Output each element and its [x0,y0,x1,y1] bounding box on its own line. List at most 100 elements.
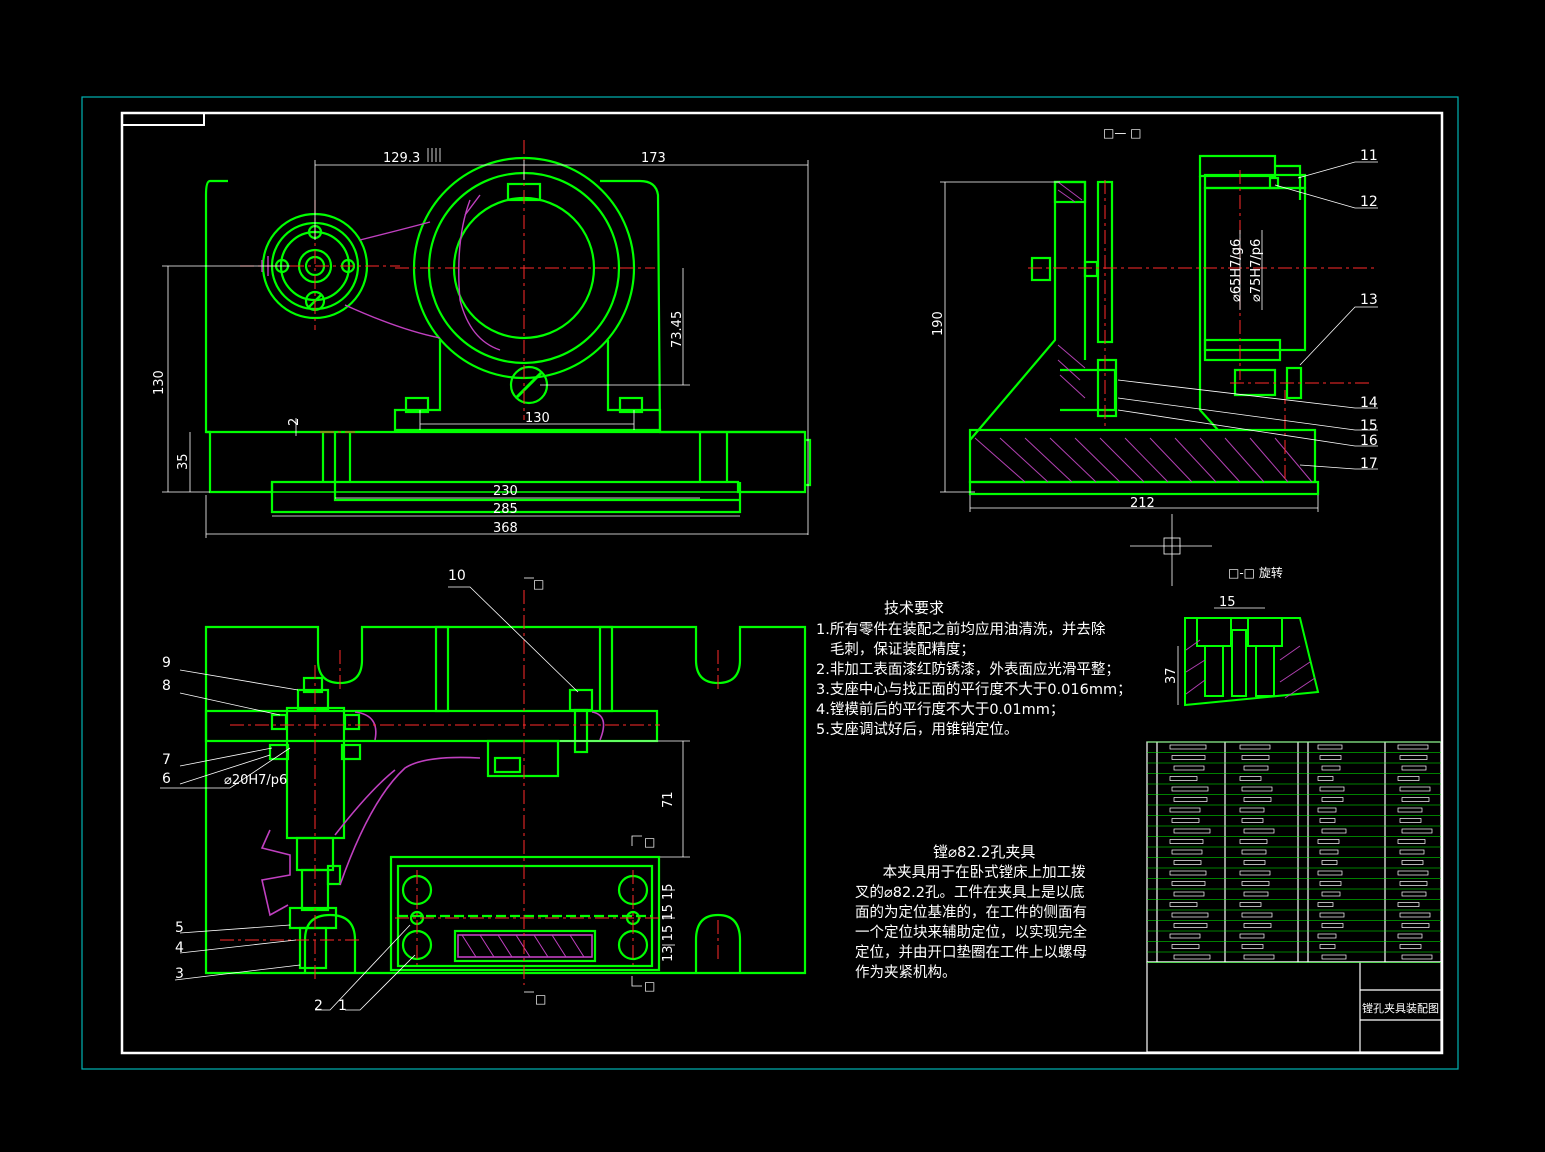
bom-cell-placeholder [1241,944,1264,949]
balloon-1: 1 [338,998,347,1014]
partial-dims [1177,607,1265,705]
bom-cell-placeholder [1317,807,1337,813]
top-view [204,625,807,975]
tech-requirement-line: 毛刺，保证装配精度； [816,642,975,658]
dim-173: 173 [641,151,666,166]
bom-cell-placeholder [1319,786,1345,792]
balloon-13: 13 [1360,292,1378,308]
front-workpiece [261,194,501,351]
dim-35: 35 [176,453,191,470]
tech-requirement-line: 2.非加工表面漆红防锈漆，外表面应光滑平整； [816,662,1120,678]
bom-cell-placeholder [1239,807,1265,813]
bom-cell-placeholder [1317,933,1337,939]
bom-cell-placeholder [1241,881,1270,886]
bom-cell-placeholder [1243,797,1272,802]
balloon-15: 15 [1360,418,1378,434]
bom-cell-placeholder [1401,954,1433,960]
bom-cell-placeholder [1243,954,1275,960]
bom-cell-placeholder [1243,828,1275,834]
bom-cell-placeholder [1173,828,1211,834]
tech-requirements-list: 1.所有零件在装配之前均应用油清洗，并去除 毛刺，保证装配精度； 2.非加工表面… [816,620,1132,740]
bom-cell-placeholder [1239,902,1262,907]
bom-cell-placeholder [1171,944,1200,949]
front-view [204,156,812,514]
bom-cell-placeholder [1243,860,1266,865]
bom-cell-placeholder [1171,849,1203,855]
bom-cell-placeholder [1173,954,1211,960]
bom-cell-placeholder [1321,954,1347,960]
bom-cell-placeholder [1173,765,1205,771]
tech-requirement-line: 5.支座调试好后，用锥销定位。 [816,722,1019,738]
bom-cell-placeholder [1397,744,1429,750]
bom-cell-placeholder [1241,912,1273,918]
balloon-16: 16 [1360,433,1378,449]
bom-cell-placeholder [1169,744,1207,750]
bom-cell-placeholder [1169,902,1198,907]
bom-cell-placeholder [1317,870,1343,876]
side-view [968,154,1320,496]
dim-368: 368 [493,521,518,536]
top-workpiece [260,711,605,958]
cut-mark-bottom: □ [535,992,546,1006]
bom-cell-placeholder [1319,944,1336,949]
bom-cell-placeholder [1399,786,1431,792]
bom-cell-placeholder [1241,786,1273,792]
corner-tab [122,113,205,126]
bom-cell-placeholder [1173,860,1202,865]
bom-cell-placeholder [1401,828,1433,834]
dim-130-vertical: 130 [152,370,167,395]
top-dimension-lines [160,577,690,1011]
dim-13-15-15-15: 13 15 15 15 [661,883,676,962]
bom-cell-placeholder [1321,828,1347,834]
bom-cell-placeholder [1401,923,1430,928]
bom-cell-placeholder [1169,870,1207,876]
section-texts: □— □ □-□ 旋转 □ □ □ □ [533,126,1283,1006]
bom-cell-placeholder [1169,933,1201,939]
bom-cell-placeholder [1171,818,1200,823]
bom-cell-placeholder [1397,807,1423,813]
cut-mark-top: □ [533,577,544,591]
side-dimension-lines [940,161,1378,586]
dim-230: 230 [493,484,518,499]
dim-212: 212 [1130,496,1155,511]
bom-cell-placeholder [1319,755,1342,760]
cut-mark-mid2: □ [644,979,655,993]
balloon-texts: 1 2 3 4 5 6 7 8 9 10 11 12 13 14 15 16 1… [162,148,1378,1014]
partial-hatch [1185,639,1316,699]
balloon-17: 17 [1360,456,1378,472]
bom-cell-placeholder [1401,860,1424,865]
bom-cell-placeholder [1173,797,1208,802]
bom-cell-placeholder [1317,776,1334,781]
bom-cell-placeholder [1319,818,1336,823]
side-centerlines [1028,170,1375,480]
bom-cell-placeholder [1239,933,1265,939]
bom-cell-placeholder [1397,933,1423,939]
bom-cell-placeholder [1243,923,1272,928]
dim-15: 15 [1219,595,1236,610]
bom-cell-placeholder [1169,807,1201,813]
outer-frame [81,96,1459,1070]
bom-cell-placeholder [1401,797,1430,802]
bom-cell-placeholder [1239,870,1271,876]
front-dimension-lines [162,148,809,538]
bom-cell-placeholder [1319,849,1339,855]
partial-view-label: □-□ 旋转 [1228,565,1283,580]
bom-cell-placeholder [1397,776,1420,781]
inner-frame [120,111,1444,1055]
dimension-texts: 129.3 173 130 73.45 2 130 35 230 285 368… [152,151,1264,962]
bom-rows [1147,741,1441,963]
dim-2: 2 [287,418,302,426]
description-line: 叉的⌀82.2孔。工件在夹具上是以底 [855,885,1085,901]
tech-requirement-line: 3.支座中心与找正面的平行度不大于0.016mm； [816,682,1132,698]
bom-cell-placeholder [1239,744,1271,750]
dim-130-horizontal: 130 [525,411,550,426]
bom-cell-placeholder [1239,776,1262,781]
bom-cell-placeholder [1397,839,1426,844]
bom-cell-placeholder [1399,912,1431,918]
bom-cell-placeholder [1239,839,1268,844]
bom-cell-placeholder [1173,891,1205,897]
cut-mark-mid: □ [644,835,655,849]
balloon-5: 5 [175,920,184,936]
bom-cell-placeholder [1321,797,1344,802]
